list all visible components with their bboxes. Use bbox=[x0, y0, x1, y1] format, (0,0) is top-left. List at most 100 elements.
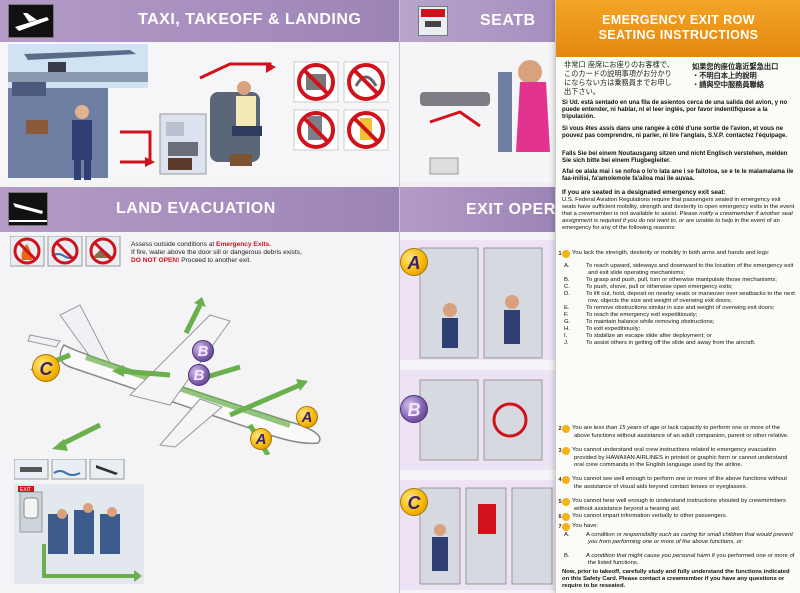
ability-item: A. To reach upward, sideways and downward… bbox=[564, 263, 795, 277]
card-banner: EMERGENCY EXIT ROW SEATING INSTRUCTIONS bbox=[556, 0, 800, 57]
intro-pre: U.S. Federal Aviation Regulations requir… bbox=[562, 197, 795, 218]
ability-item: F.To reach the emergency exit expeditiou… bbox=[564, 312, 795, 319]
have-a: A. A condition or responsibility such as … bbox=[564, 532, 795, 546]
ability-item-key: B. bbox=[564, 277, 570, 283]
banner-line-2: SEATING INSTRUCTIONS bbox=[598, 28, 759, 42]
land-evac-band: LAND EVACUATION bbox=[0, 187, 399, 232]
taxi-band: TAXI, TAKEOFF & LANDING bbox=[0, 0, 399, 42]
have-a-pre: A condition or bbox=[586, 532, 624, 538]
have-a-italic: responsibility such as caring for small … bbox=[588, 532, 793, 545]
item-6-number: 6 bbox=[558, 513, 570, 521]
exit-sign: EXIT bbox=[20, 487, 31, 493]
taxi-illustration bbox=[0, 42, 399, 182]
left-panel: TAXI, TAKEOFF & LANDING bbox=[0, 0, 400, 593]
have-b-key: B. bbox=[564, 553, 570, 559]
seatbelt-title: SEATB bbox=[480, 12, 536, 29]
ability-item-key: D. bbox=[564, 291, 570, 297]
land-evac-title: LAND EVACUATION bbox=[116, 200, 276, 217]
row-label-b: B bbox=[400, 395, 428, 423]
ability-item-text: To assist others in getting off the slid… bbox=[586, 340, 756, 346]
ability-item-text: To stabilize an escape slide after deplo… bbox=[586, 333, 712, 339]
path-label-b-2: B bbox=[188, 364, 210, 386]
ability-item-key: I. bbox=[564, 333, 568, 339]
path-label-a-2: A bbox=[250, 428, 272, 450]
item-2-italic: less than 15 years of age bbox=[593, 425, 660, 431]
have-b-italic: A condition that might cause you persona… bbox=[586, 553, 711, 559]
item-5-number: 5 bbox=[558, 498, 570, 506]
ability-item: H.To exit expeditiously; bbox=[564, 326, 795, 333]
spanish-notice: Si Ud. está sentado en una fila de asien… bbox=[562, 99, 788, 121]
brace-icons bbox=[14, 459, 125, 480]
ability-item-text: To remove obstructions similar in size a… bbox=[586, 305, 775, 311]
hazard-icons bbox=[10, 236, 121, 267]
assess-mid: If fire, water above the door sill or da… bbox=[131, 249, 302, 257]
have-b-post: if you performed one or more of the list… bbox=[588, 553, 795, 566]
item-2-post: or lack capacity to perform one or more … bbox=[574, 425, 789, 439]
ability-item-key: F. bbox=[564, 312, 569, 318]
takeoff-plane-icon bbox=[8, 4, 54, 38]
ability-item: D. To lift out, hold, deposit on nearby s… bbox=[564, 291, 795, 305]
ability-item: G.To maintain balance while removing obs… bbox=[564, 319, 795, 326]
ability-item: C.To push, shove, pull or otherwise open… bbox=[564, 284, 795, 291]
ability-item-key: E. bbox=[564, 305, 570, 311]
ability-item-text: To maintain balance while removing obstr… bbox=[586, 319, 715, 325]
no-seatback-icon bbox=[293, 109, 339, 151]
no-fire-icon bbox=[10, 236, 45, 267]
samoan-notice: Afai oe alala mai i se nofoa o lo'o lata… bbox=[562, 168, 794, 183]
path-label-a-1: A bbox=[296, 406, 318, 428]
intro-post: in the event of an emergency for any of … bbox=[562, 218, 780, 232]
ability-item-key: A. bbox=[564, 263, 570, 269]
landing-plane-icon bbox=[8, 192, 48, 226]
assess-instructions: Assess outside conditions at Emergency E… bbox=[131, 241, 331, 266]
exit-row-card: EMERGENCY EXIT ROW SEATING INSTRUCTIONS … bbox=[555, 0, 800, 593]
seatbelt-icon bbox=[14, 459, 49, 480]
path-label-c: C bbox=[32, 354, 60, 382]
item-3-number: 3 bbox=[558, 447, 570, 455]
banner-line-1: EMERGENCY EXIT ROW bbox=[602, 13, 755, 27]
row-label-c: C bbox=[400, 488, 428, 516]
ability-item-text: To reach upward, sideways and downward t… bbox=[586, 263, 794, 276]
no-phone-icon bbox=[343, 109, 389, 151]
item-1-text: You lack the strength, dexterity or mobi… bbox=[572, 250, 770, 256]
plane-descent-icon bbox=[89, 459, 125, 480]
ability-item-key: C. bbox=[564, 284, 570, 290]
item-4-text: You cannot see well enough to perform on… bbox=[572, 476, 787, 490]
item-2-number: 2 bbox=[558, 425, 570, 433]
path-label-b-1: B bbox=[192, 340, 214, 362]
item-5-text: You cannot hear well enough to understan… bbox=[572, 498, 786, 512]
closing-note: Now, prior to takeoff, carefully study a… bbox=[562, 569, 790, 590]
japanese-notice: 非常口 座席にお座りのお客様で、 このカードの説明事項がお分かり にならない方は… bbox=[564, 60, 674, 96]
seatbelt-band: SEATB bbox=[400, 0, 555, 42]
item-4-number: 4 bbox=[558, 476, 570, 484]
intro-italic: notify a crewmember if another seat assi… bbox=[562, 211, 793, 225]
row-label-a: A bbox=[400, 248, 428, 276]
cabin-evacuation-scene: EXIT bbox=[14, 484, 144, 584]
item-7-number: 7 bbox=[558, 523, 570, 531]
seatbelt-illustration bbox=[400, 42, 555, 182]
chinese-notice: 如果您的座位靠近緊急出口 ・不明白本上的說明 ・請與空中服務員聯絡 bbox=[692, 62, 779, 89]
exit-operation-steps bbox=[400, 240, 555, 590]
item-3-text: You cannot understand oral crew instruct… bbox=[572, 447, 788, 469]
no-headphones-icon bbox=[343, 61, 389, 103]
card-heading: If you are seated in a designated emerge… bbox=[562, 189, 726, 196]
french-notice: Si vous êtes assis dans une rangée à côt… bbox=[562, 125, 788, 140]
assess-pre: Assess outside conditions at bbox=[131, 241, 217, 248]
no-laptop-icon bbox=[293, 61, 339, 103]
ability-item-key: J. bbox=[564, 340, 569, 346]
have-a-key: A. bbox=[564, 532, 570, 538]
no-debris-icon bbox=[85, 236, 121, 267]
ability-item: E. To remove obstructions similar in size… bbox=[564, 305, 795, 312]
water-landing-icon bbox=[51, 459, 87, 480]
no-water-icon bbox=[47, 236, 83, 267]
ability-item-key: H. bbox=[564, 326, 570, 332]
taxi-title: TAXI, TAKEOFF & LANDING bbox=[138, 11, 362, 28]
ability-item: I. To stabilize an escape slide after dep… bbox=[564, 333, 795, 340]
ability-item-text: To lift out, hold, deposit on nearby sea… bbox=[586, 291, 795, 304]
